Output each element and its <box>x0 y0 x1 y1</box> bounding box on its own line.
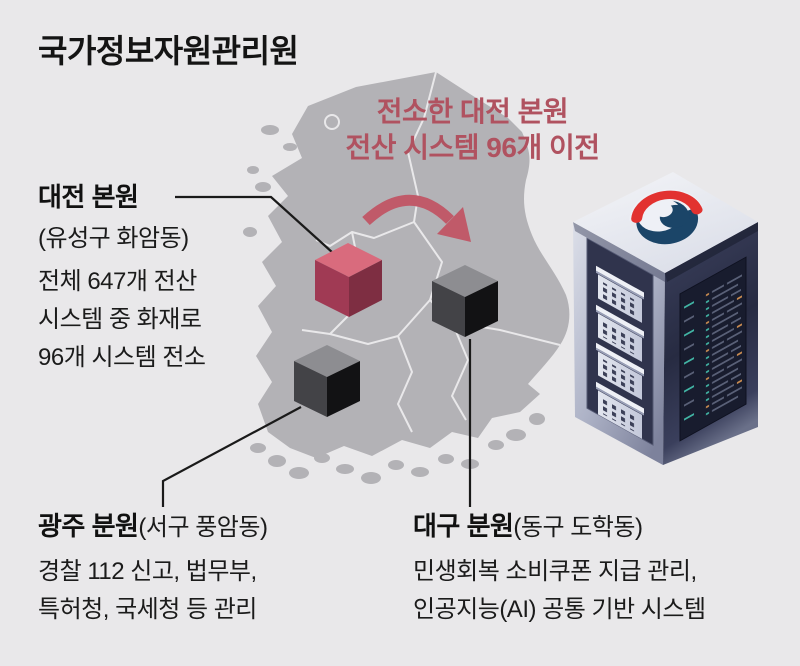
daejeon-label: 대전 본원 (유성구 화암동) 전체 647개 전산 시스템 중 화재로 96개… <box>38 182 206 377</box>
daegu-name: 대구 분원 <box>413 511 514 541</box>
daejeon-desc-line: 전체 647개 전산 <box>38 268 197 295</box>
daejeon-location: (유성구 화암동) <box>38 225 189 252</box>
daegu-cube-marker <box>432 265 498 337</box>
daejeon-description: 전체 647개 전산 시스템 중 화재로 96개 시스템 전소 <box>38 263 206 377</box>
gwangju-connector-line <box>161 406 302 507</box>
gwangju-description: 경찰 112 신고, 법무부, 특허청, 국세청 등 관리 <box>38 553 267 629</box>
daegu-desc-line: 민생회복 소비쿠폰 지급 관리, <box>413 558 697 585</box>
page-title: 국가정보자원관리원 <box>38 33 299 69</box>
seoul-outline <box>324 114 340 130</box>
daegu-location: (동구 도학동) <box>513 514 643 541</box>
korea-government-emblem-icon <box>629 189 703 245</box>
headline: 전소한 대전 본원 전산 시스템 96개 이전 <box>290 94 655 166</box>
connector-lines <box>161 195 472 507</box>
server-module <box>596 304 644 362</box>
daejeon-desc-line: 96개 시스템 전소 <box>38 344 206 371</box>
server-tower-illustration <box>573 172 758 465</box>
headline-line-2: 전산 시스템 96개 이전 <box>345 132 600 163</box>
gwangju-cube-marker <box>294 345 360 417</box>
daegu-desc-line: 인공지능(AI) 공통 기반 시스템 <box>413 596 706 623</box>
daejeon-name: 대전 본원 <box>38 182 139 212</box>
gwangju-location: (서구 풍암동) <box>138 514 268 541</box>
daejeon-connector-line <box>175 195 334 254</box>
gwangju-desc-line: 특허청, 국세청 등 관리 <box>38 596 257 623</box>
daejeon-desc-line: 시스템 중 화재로 <box>38 306 202 333</box>
server-front-panel <box>586 237 654 446</box>
daejeon-cube-marker <box>315 243 382 317</box>
migration-arrow-icon <box>362 194 471 242</box>
server-module <box>596 381 644 439</box>
server-code-screen <box>679 256 747 442</box>
server-module <box>596 265 644 323</box>
daegu-description: 민생회복 소비쿠폰 지급 관리, 인공지능(AI) 공통 기반 시스템 <box>413 553 706 629</box>
server-module <box>596 342 644 400</box>
gwangju-desc-line: 경찰 112 신고, 법무부, <box>38 558 257 585</box>
gwangju-name: 광주 분원 <box>38 511 139 541</box>
daegu-label: 대구 분원(동구 도학동) 민생회복 소비쿠폰 지급 관리, 인공지능(AI) … <box>413 511 706 629</box>
map-islands <box>243 125 545 484</box>
headline-line-1: 전소한 대전 본원 <box>376 96 569 127</box>
gwangju-label: 광주 분원(서구 풍암동) 경찰 112 신고, 법무부, 특허청, 국세청 등… <box>38 511 268 629</box>
